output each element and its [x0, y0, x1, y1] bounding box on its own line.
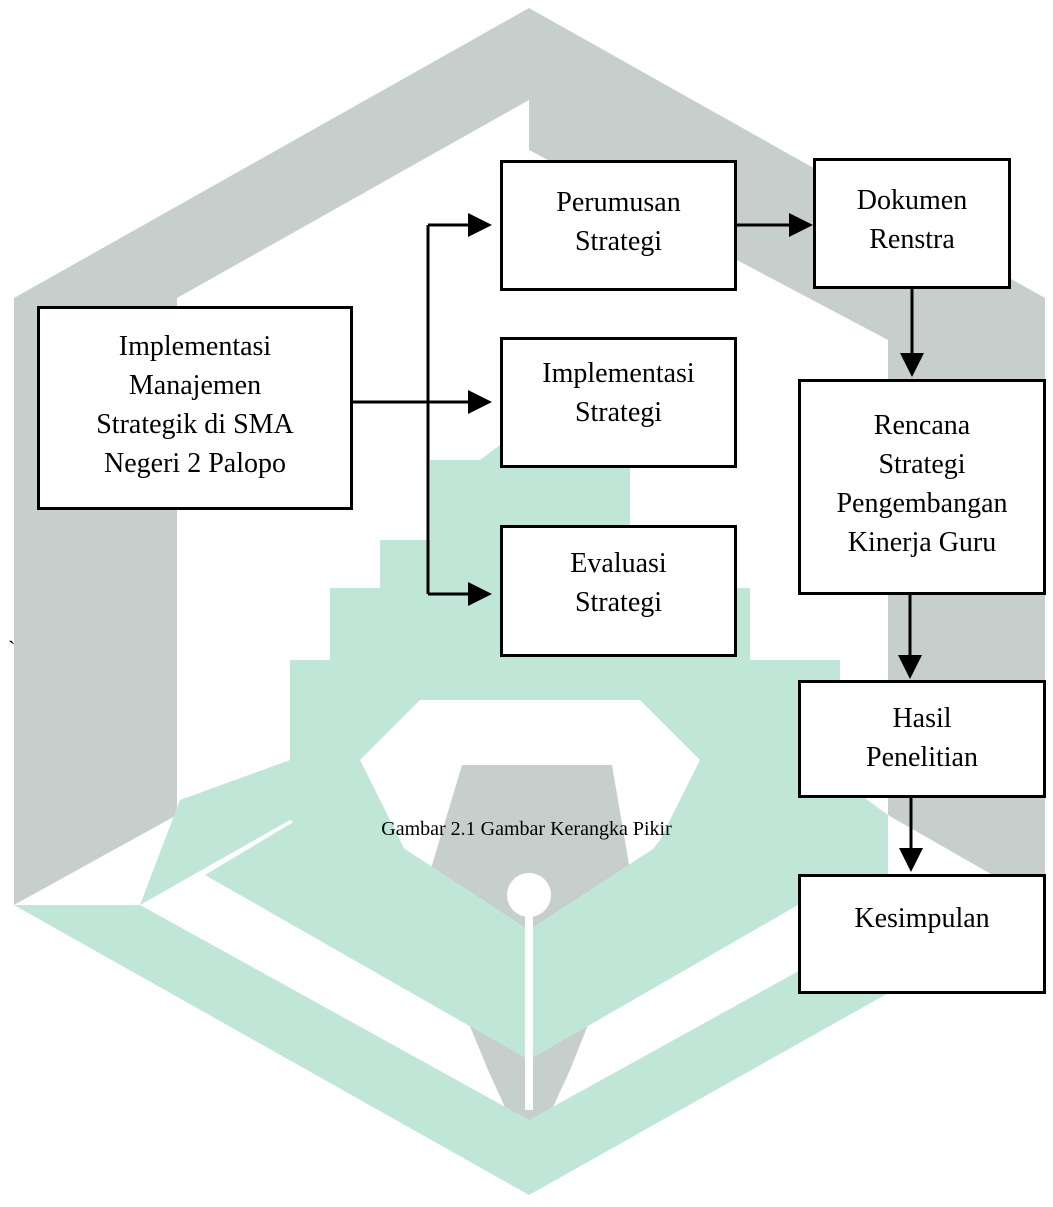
watermark-pen-slit [525, 905, 533, 1110]
node-kesimpulan: Kesimpulan [798, 874, 1046, 994]
node-rencana-strategi: Rencana Strategi Pengembangan Kinerja Gu… [798, 379, 1046, 595]
node-main: Implementasi Manajemen Strategik di SMA … [37, 306, 353, 510]
node-evaluasi-strategi: Evaluasi Strategi [500, 525, 737, 657]
watermark-hexagon-bottom [14, 905, 1045, 1195]
stray-mark: ` [8, 636, 16, 661]
watermark-hexagon-left-lower [14, 560, 177, 905]
figure-caption: Gambar 2.1 Gambar Kerangka Pikir [381, 818, 672, 840]
node-implementasi-strategi: Implementasi Strategi [500, 337, 737, 468]
node-dokumen-renstra: Dokumen Renstra [813, 158, 1011, 289]
node-perumusan-strategi: Perumusan Strategi [500, 160, 737, 291]
watermark-pen-hole [507, 873, 551, 917]
watermark-dome [140, 430, 888, 905]
node-hasil-penelitian: Hasil Penelitian [798, 680, 1046, 798]
